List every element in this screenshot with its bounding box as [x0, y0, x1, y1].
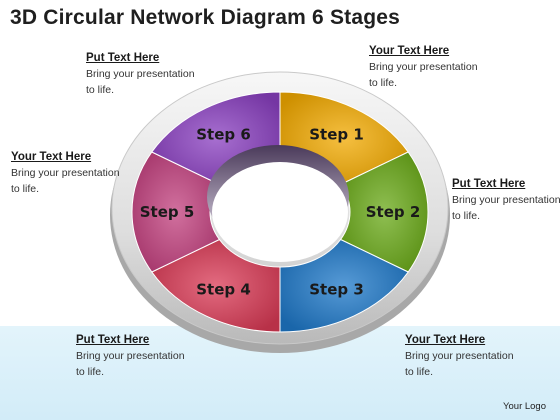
callout-mid-right: Put Text Here Bring your presentation to…	[452, 176, 560, 224]
segment-step-5	[131, 151, 221, 273]
callout-body: Bring your presentation to life.	[405, 350, 514, 378]
segment-step-4	[151, 238, 281, 333]
label-step-5: Step 5	[140, 203, 195, 221]
logo-text: Your Logo	[503, 401, 546, 412]
callout-body: Bring your presentation to life.	[86, 68, 195, 96]
callout-bottom-right: Your Text Here Bring your presentation t…	[405, 332, 523, 380]
callout-heading: Put Text Here	[86, 52, 160, 64]
callout-heading: Put Text Here	[76, 334, 150, 346]
callout-body: Bring your presentation to life.	[369, 61, 478, 89]
callout-body: Bring your presentation to life.	[452, 194, 560, 222]
callout-top-right: Your Text Here Bring your presentation t…	[369, 43, 487, 91]
label-step-4: Step 4	[196, 281, 251, 299]
callout-body: Bring your presentation to life.	[76, 350, 185, 378]
callout-heading: Your Text Here	[405, 334, 486, 346]
center-hole	[207, 145, 349, 262]
page-title: 3D Circular Network Diagram 6 Stages	[10, 6, 401, 29]
callout-mid-left: Your Text Here Bring your presentation t…	[11, 149, 129, 197]
callout-top-left: Put Text Here Bring your presentation to…	[86, 50, 204, 98]
segment-step-3	[279, 238, 409, 333]
label-step-6: Step 6	[196, 125, 251, 143]
label-step-2: Step 2	[366, 203, 421, 221]
callout-body: Bring your presentation to life.	[11, 167, 120, 195]
label-step-1: Step 1	[309, 125, 364, 143]
label-step-3: Step 3	[309, 281, 364, 299]
callout-bottom-left: Put Text Here Bring your presentation to…	[76, 332, 194, 380]
callout-heading: Your Text Here	[11, 151, 92, 163]
callout-heading: Put Text Here	[452, 178, 526, 190]
callout-heading: Your Text Here	[369, 45, 450, 57]
